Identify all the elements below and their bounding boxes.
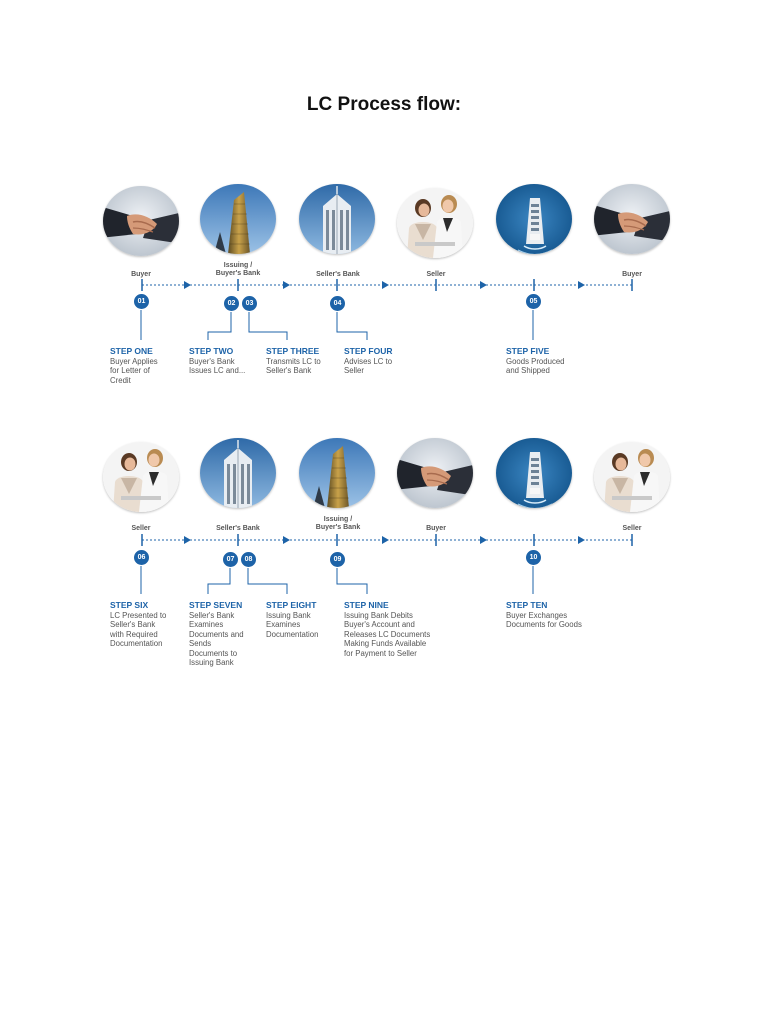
page-title: LC Process flow: (306, 94, 462, 115)
step-description: Buyer's Bank Issues LC and... (189, 357, 246, 376)
step-badge: 02 (224, 296, 239, 311)
leader-line (336, 312, 368, 340)
arrow-right-icon (480, 281, 487, 289)
photo-handshake-icon (397, 438, 473, 508)
arrow-right-icon (184, 536, 191, 544)
step-badge: 03 (242, 296, 257, 311)
step-badge: 08 (241, 552, 256, 567)
photo-cargo-ship-icon (496, 184, 572, 254)
step-badge: 07 (223, 552, 238, 567)
party-label: Issuing / Buyer's Bank (215, 262, 261, 277)
step-title: STEP FOUR (344, 346, 393, 356)
arrow-right-icon (382, 281, 389, 289)
arrow-right-icon (578, 281, 585, 289)
step-title: STEP THREE (266, 346, 320, 356)
party-label: Seller's Bank (316, 271, 360, 278)
photo-cargo-ship-icon (496, 438, 572, 508)
arrow-right-icon (480, 536, 487, 544)
step-description: Seller's Bank Examines Documents and Sen… (189, 611, 244, 668)
step-badge: 09 (330, 552, 345, 567)
step-description: Transmits LC to Seller's Bank (266, 357, 321, 376)
photo-tower-gold-icon (299, 438, 375, 508)
step-badge: 05 (526, 294, 541, 309)
timeline-connector (140, 534, 633, 594)
party-label: Seller (131, 525, 151, 532)
arrow-right-icon (382, 536, 389, 544)
step-title: STEP SIX (110, 600, 149, 610)
photo-tower-white-icon (200, 438, 276, 508)
arrow-right-icon (283, 536, 290, 544)
arrow-right-icon (283, 281, 290, 289)
flow-row-2: Seller Seller's Bank Issuing / Buyer's B… (0, 434, 768, 714)
photo-business-women-icon (594, 442, 670, 512)
party-label: Seller (622, 525, 642, 532)
leader-line (248, 312, 288, 340)
step-title: STEP ONE (110, 346, 153, 356)
flow-row-1: Buyer Issuing / Buyer's Bank Seller's Ba… (0, 180, 768, 460)
step-badge: 01 (134, 294, 149, 309)
party-label: Buyer (131, 271, 151, 278)
arrow-right-icon (184, 281, 191, 289)
step-badge: 04 (330, 296, 345, 311)
step-description: Advises LC to Seller (344, 357, 393, 376)
leader-line (207, 312, 232, 340)
photo-tower-gold-icon (200, 184, 276, 254)
step-title: STEP TEN (506, 600, 548, 610)
leader-line (247, 568, 288, 594)
party-label: Seller's Bank (216, 525, 260, 532)
step-title: STEP TWO (189, 346, 234, 356)
arrow-right-icon (578, 536, 585, 544)
step-badge: 06 (134, 550, 149, 565)
photo-business-women-icon (103, 442, 179, 512)
photo-tower-white-icon (299, 184, 375, 254)
party-label: Seller (426, 271, 446, 278)
step-title: STEP EIGHT (266, 600, 317, 610)
step-title: STEP FIVE (506, 346, 550, 356)
step-badge: 10 (526, 550, 541, 565)
step-description: Issuing Bank Examines Documentation (266, 611, 319, 639)
party-label: Buyer (622, 271, 642, 278)
step-description: Goods Produced and Shipped (506, 357, 565, 376)
step-description: Issuing Bank Debits Buyer's Account and … (344, 611, 431, 658)
step-description: Buyer Exchanges Documents for Goods (506, 611, 582, 630)
step-description: Buyer Applies for Letter of Credit (110, 357, 158, 385)
step-title: STEP SEVEN (189, 600, 243, 610)
photo-handshake-icon (103, 186, 179, 256)
step-title: STEP NINE (344, 600, 389, 610)
photo-handshake-icon (594, 184, 670, 254)
timeline-connector (140, 279, 633, 340)
leader-line (207, 568, 231, 594)
leader-line (336, 568, 368, 594)
step-description: LC Presented to Seller's Bank with Requi… (110, 611, 167, 649)
party-label: Buyer (426, 525, 446, 532)
party-label: Issuing / Buyer's Bank (315, 516, 361, 531)
photo-business-women-icon (397, 188, 473, 258)
